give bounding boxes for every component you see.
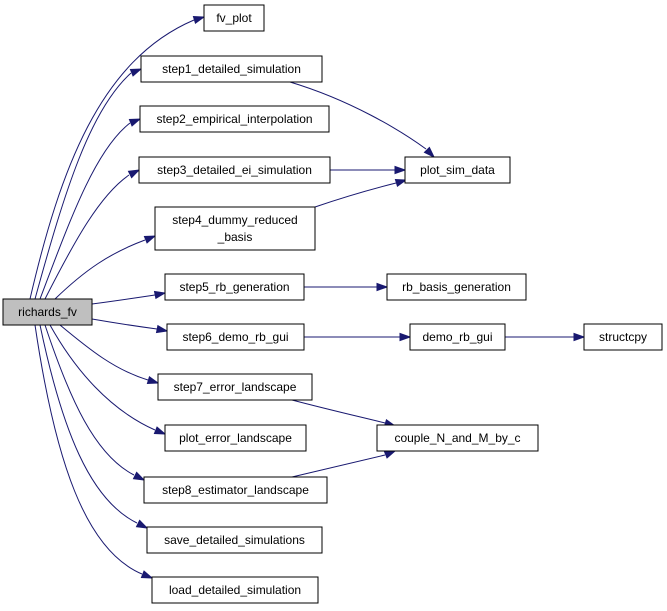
node-step3[interactable]: step3_detailed_ei_simulation (138, 156, 331, 184)
node-label-step5: step5_rb_generation (179, 280, 289, 294)
edge-richards-fv-to-step3 (44, 169, 141, 300)
edge-line (314, 182, 397, 208)
edge-step3-to-plot-sim-data (330, 165, 407, 175)
edge-richards-fv-to-step8 (44, 324, 146, 481)
node-save-detailed-simulations[interactable]: save_detailed_simulations (146, 526, 323, 554)
edge-arrowhead (573, 332, 586, 342)
node-label-step3: step3_detailed_ei_simulation (157, 163, 312, 177)
node-label-couple-n-and-m-by-c: couple_N_and_M_by_c (394, 431, 520, 445)
node-step5[interactable]: step5_rb_generation (164, 273, 305, 301)
edge-arrowhead (192, 15, 206, 25)
node-richards-fv[interactable]: richards_fv (2, 298, 93, 326)
edge-line (39, 324, 138, 524)
edge-arrowhead (129, 68, 143, 77)
edge-line (291, 399, 386, 424)
node-rb-basis-generation[interactable]: rb_basis_generation (386, 273, 527, 301)
node-step6[interactable]: step6_demo_rb_gui (166, 323, 305, 351)
node-label-richards-fv: richards_fv (18, 305, 77, 319)
node-label-rb-basis-generation: rb_basis_generation (402, 280, 511, 294)
edge-arrowhead (135, 519, 149, 529)
edge-richards-fv-to-step2 (39, 118, 142, 300)
edge-line (39, 122, 131, 300)
node-label-step1: step1_detailed_simulation (162, 62, 301, 76)
edge-arrowhead (394, 178, 408, 188)
edge-arrowhead (155, 324, 169, 334)
node-load-detailed-simulation[interactable]: load_detailed_simulation (151, 576, 319, 604)
edge-richards-fv-to-step6 (91, 318, 169, 334)
edge-step8-to-couple-n-and-m-by-c (291, 450, 397, 478)
edge-line (91, 318, 158, 330)
node-label-step7: step7_error_landscape (174, 380, 297, 394)
edge-richards-fv-to-step1 (34, 68, 143, 300)
edge-arrowhead (140, 570, 154, 579)
node-label-plot-sim-data: plot_sim_data (420, 163, 495, 177)
node-label-demo-rb-gui: demo_rb_gui (422, 330, 492, 344)
edge-line (59, 324, 149, 381)
edge-arrowhead (153, 426, 167, 435)
node-label-step2: step2_empirical_interpolation (156, 112, 312, 126)
edge-arrowhead (383, 450, 397, 459)
edge-richards-fv-to-step4 (54, 235, 157, 300)
edge-richards-fv-to-save-detailed-simulations (39, 324, 149, 529)
node-label-structcpy: structcpy (599, 330, 647, 344)
edge-line (54, 239, 146, 300)
edge-richards-fv-to-load-detailed-simulation (34, 324, 154, 579)
edge-step1-to-plot-sim-data (289, 81, 436, 159)
edge-line (29, 19, 195, 300)
edge-richards-fv-to-step5 (91, 290, 167, 305)
node-step8[interactable]: step8_estimator_landscape (143, 476, 328, 504)
node-label-fv-plot: fv_plot (216, 11, 252, 25)
node-label-step4-line1: step4_dummy_reduced (172, 213, 297, 227)
edge-arrowhead (394, 165, 407, 175)
edge-richards-fv-to-fv-plot (29, 15, 206, 300)
node-label-step4-line2: _basis (217, 230, 253, 244)
node-step2[interactable]: step2_empirical_interpolation (139, 105, 330, 133)
node-plot-error-landscape[interactable]: plot_error_landscape (164, 424, 307, 452)
edge-step7-to-couple-n-and-m-by-c (291, 399, 397, 428)
edge-arrowhead (399, 332, 412, 342)
edge-arrowhead (132, 471, 146, 481)
node-step1[interactable]: step1_detailed_simulation (140, 55, 323, 83)
edge-line (44, 174, 130, 300)
node-label-plot-error-landscape: plot_error_landscape (179, 431, 292, 445)
node-step4[interactable]: step4_dummy_reduced _basis (154, 206, 316, 251)
edge-line (289, 81, 427, 150)
edge-arrowhead (153, 290, 167, 300)
node-label-save-detailed-simulations: save_detailed_simulations (164, 533, 305, 547)
node-label-step8: step8_estimator_landscape (162, 483, 309, 497)
edge-step5-to-rb-basis-generation (304, 282, 389, 292)
edge-step4-to-plot-sim-data (314, 178, 408, 208)
edge-line (91, 294, 156, 305)
node-fv-plot[interactable]: fv_plot (203, 4, 265, 32)
edge-arrowhead (143, 235, 157, 244)
node-plot-sim-data[interactable]: plot_sim_data (404, 156, 511, 184)
node-label-load-detailed-simulation: load_detailed_simulation (169, 583, 301, 597)
node-label-step6: step6_demo_rb_gui (182, 330, 288, 344)
edge-arrowhead (128, 118, 142, 127)
edge-line (34, 324, 143, 575)
node-demo-rb-gui[interactable]: demo_rb_gui (409, 323, 506, 351)
edge-richards-fv-to-plot-error-landscape (49, 324, 167, 435)
edge-line (34, 72, 132, 300)
edge-arrowhead (127, 169, 141, 179)
edge-richards-fv-to-step7 (59, 324, 160, 385)
edge-line (44, 324, 135, 476)
node-step7[interactable]: step7_error_landscape (157, 373, 313, 401)
edge-arrowhead (423, 146, 436, 159)
node-structcpy[interactable]: structcpy (583, 323, 663, 351)
edge-arrowhead (146, 375, 160, 385)
node-couple-n-and-m-by-c[interactable]: couple_N_and_M_by_c (376, 424, 539, 452)
edge-line (49, 324, 156, 431)
edge-arrowhead (376, 282, 389, 292)
call-edges (29, 15, 586, 579)
edge-line (291, 454, 386, 478)
edge-demo-rb-gui-to-structcpy (505, 332, 586, 342)
edge-step6-to-demo-rb-gui (304, 332, 412, 342)
